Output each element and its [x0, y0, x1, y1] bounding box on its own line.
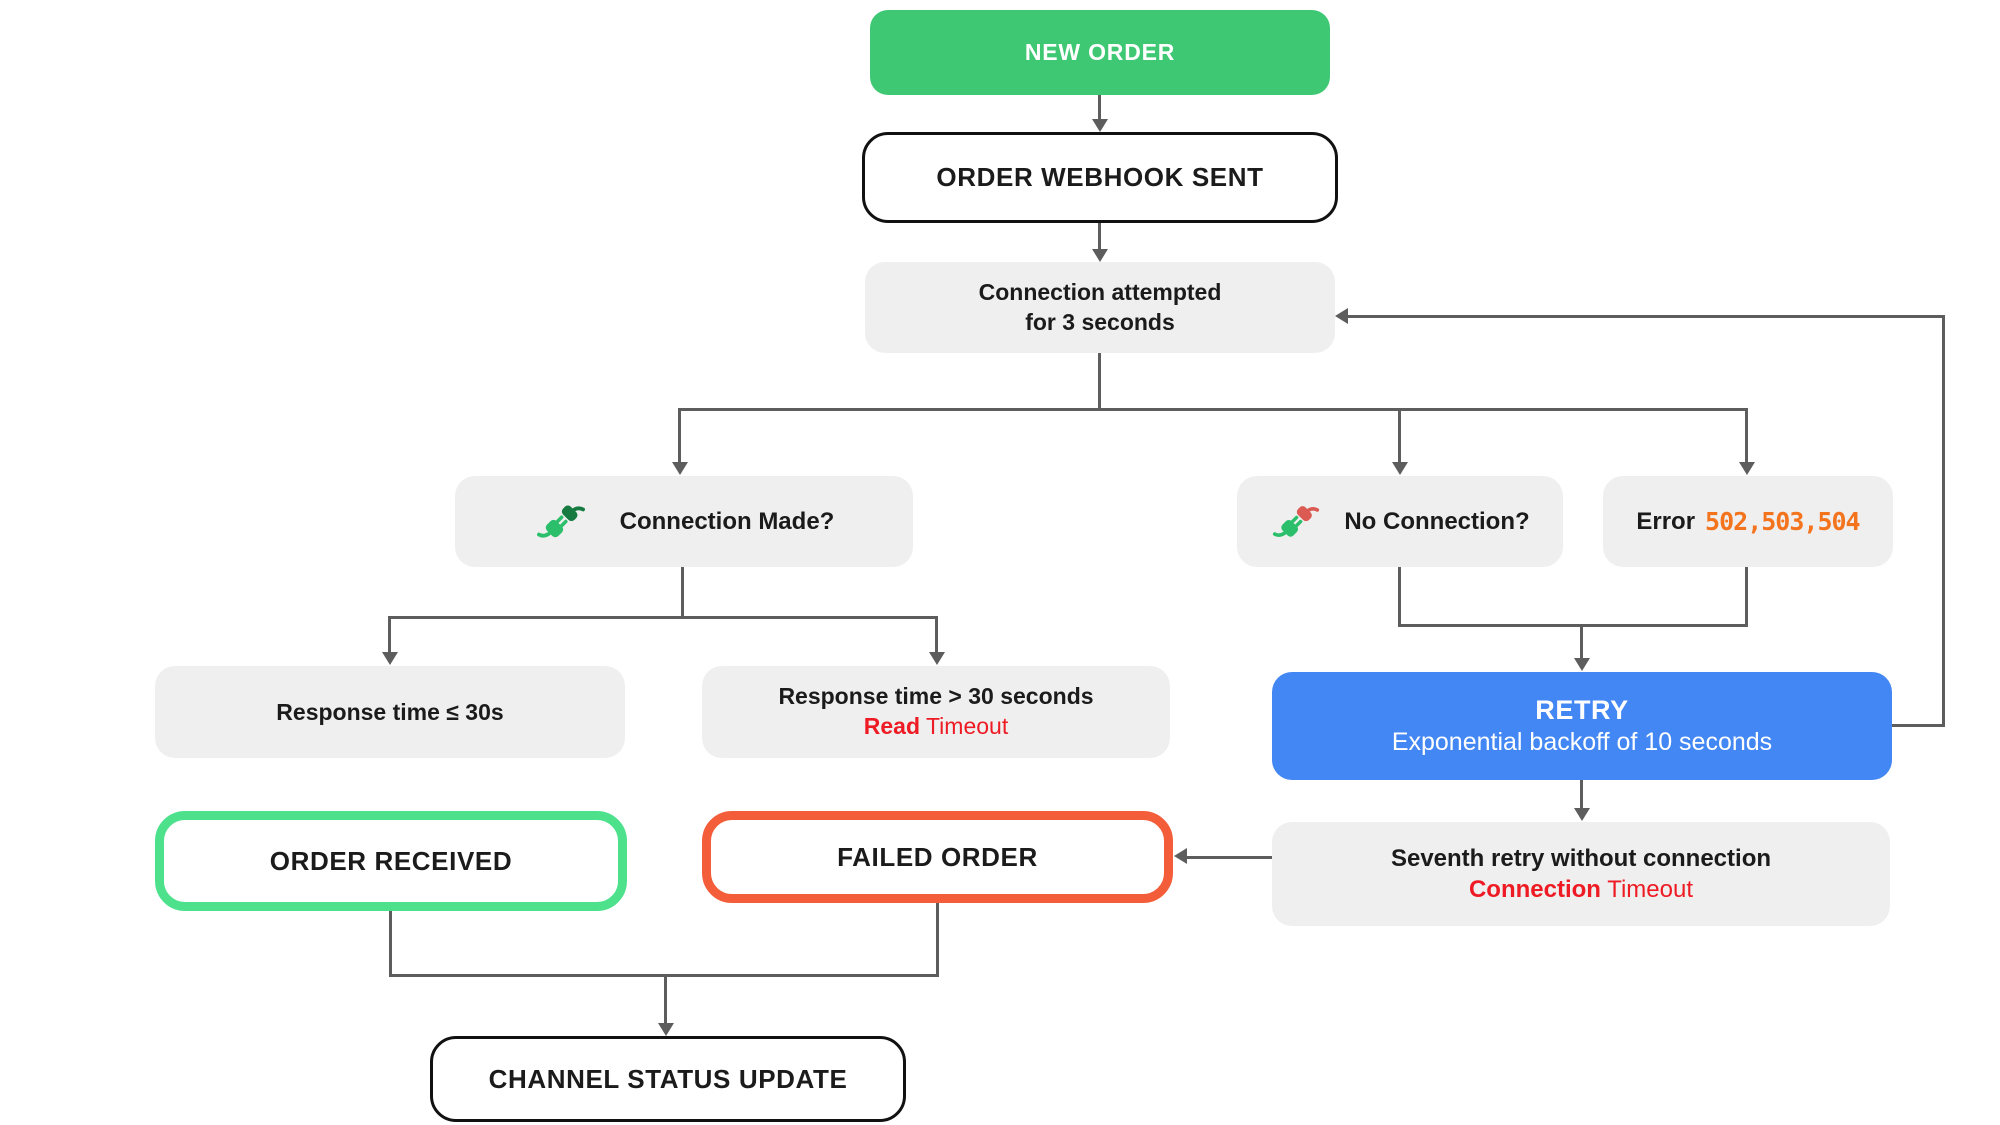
arrowhead-down-icon — [1092, 249, 1108, 262]
node-label-line1: Connection attempted — [978, 278, 1222, 305]
connector-line — [664, 974, 667, 1023]
node-label-line1: Seventh retry without connection — [1390, 844, 1772, 872]
node-retry: RETRY Exponential backoff of 10 seconds — [1272, 672, 1892, 780]
node-new-order: NEW ORDER — [870, 10, 1330, 95]
node-response-time-ok: Response time ≤ 30s — [155, 666, 625, 758]
connector-line — [678, 408, 681, 463]
connector-line — [1098, 353, 1101, 411]
connector-line — [1745, 408, 1748, 463]
node-label: FAILED ORDER — [837, 841, 1038, 872]
node-label: Connection attempted for 3 seconds — [979, 278, 1222, 338]
arrowhead-down-icon — [382, 652, 398, 665]
timeout-keyword: Read — [863, 713, 920, 739]
node-label-line2: for 3 seconds — [1025, 308, 1175, 335]
connector-line — [1892, 724, 1945, 727]
arrowhead-down-icon — [658, 1023, 674, 1036]
node-order-received: ORDER RECEIVED — [155, 811, 627, 911]
arrowhead-left-icon — [1335, 308, 1348, 324]
retry-subtitle: Exponential backoff of 10 seconds — [1391, 727, 1773, 756]
arrowhead-down-icon — [1574, 808, 1590, 821]
timeout-word: Timeout — [1600, 876, 1694, 903]
arrowhead-down-icon — [1739, 462, 1755, 475]
timeout-keyword: Connection — [1468, 876, 1601, 903]
node-label: Seventh retry without connection Connect… — [1391, 843, 1771, 905]
connector-line — [680, 408, 1748, 411]
connector-line — [1580, 780, 1583, 809]
error-label: Error — [1636, 507, 1696, 535]
connector-line — [1580, 624, 1583, 658]
plug-pair-red-icon — [1273, 505, 1320, 537]
connector-line — [1187, 856, 1272, 859]
connector-line — [388, 616, 391, 652]
node-label: No Connection? — [1344, 507, 1530, 535]
connector-line — [1398, 624, 1748, 627]
arrowhead-down-icon — [1092, 119, 1108, 132]
node-error-codes: Error 502,503,504 — [1603, 476, 1893, 567]
connector-line — [936, 903, 939, 977]
node-label: ORDER WEBHOOK SENT — [936, 162, 1264, 192]
connector-line — [935, 616, 938, 652]
node-channel-status-update: CHANNEL STATUS UPDATE — [430, 1036, 906, 1122]
node-connection-attempted: Connection attempted for 3 seconds — [865, 262, 1335, 353]
plug-pair-green-icon — [536, 505, 585, 538]
node-label: CHANNEL STATUS UPDATE — [488, 1063, 848, 1094]
node-label: Connection Made? — [619, 507, 835, 535]
connector-line — [1942, 315, 1945, 727]
node-label: Response time ≤ 30s — [276, 698, 504, 725]
arrowhead-down-icon — [1574, 658, 1590, 671]
node-failed-order: FAILED ORDER — [702, 811, 1173, 903]
node-label: ORDER RECEIVED — [269, 845, 513, 876]
connector-line — [681, 567, 684, 619]
retry-title: RETRY — [1535, 695, 1629, 726]
timeout-word: Timeout — [920, 713, 1009, 739]
connector-line — [1348, 315, 1945, 318]
connection-timeout-text: Connection Timeout — [1391, 874, 1771, 905]
arrowhead-left-icon — [1174, 848, 1187, 864]
connector-line — [1745, 567, 1748, 627]
arrowhead-down-icon — [672, 462, 688, 475]
node-no-connection: No Connection? — [1237, 476, 1563, 567]
arrowhead-down-icon — [1392, 462, 1408, 475]
connector-line — [389, 911, 392, 977]
node-label: NEW ORDER — [1024, 39, 1176, 65]
connector-line — [1398, 567, 1401, 627]
node-order-webhook-sent: ORDER WEBHOOK SENT — [862, 132, 1338, 223]
node-seventh-retry: Seventh retry without connection Connect… — [1272, 822, 1890, 926]
error-code-values: 502,503,504 — [1705, 507, 1861, 536]
connector-line — [1098, 223, 1101, 250]
connector-line — [1398, 408, 1401, 463]
node-label: Response time > 30 seconds Read Timeout — [778, 682, 1093, 742]
connector-line — [388, 616, 938, 619]
connector-line — [1098, 95, 1101, 121]
arrowhead-down-icon — [929, 652, 945, 665]
node-response-time-slow: Response time > 30 seconds Read Timeout — [702, 666, 1170, 758]
read-timeout-text: Read Timeout — [778, 712, 1093, 742]
node-connection-made: Connection Made? — [455, 476, 913, 567]
node-label-line1: Response time > 30 seconds — [778, 683, 1094, 710]
